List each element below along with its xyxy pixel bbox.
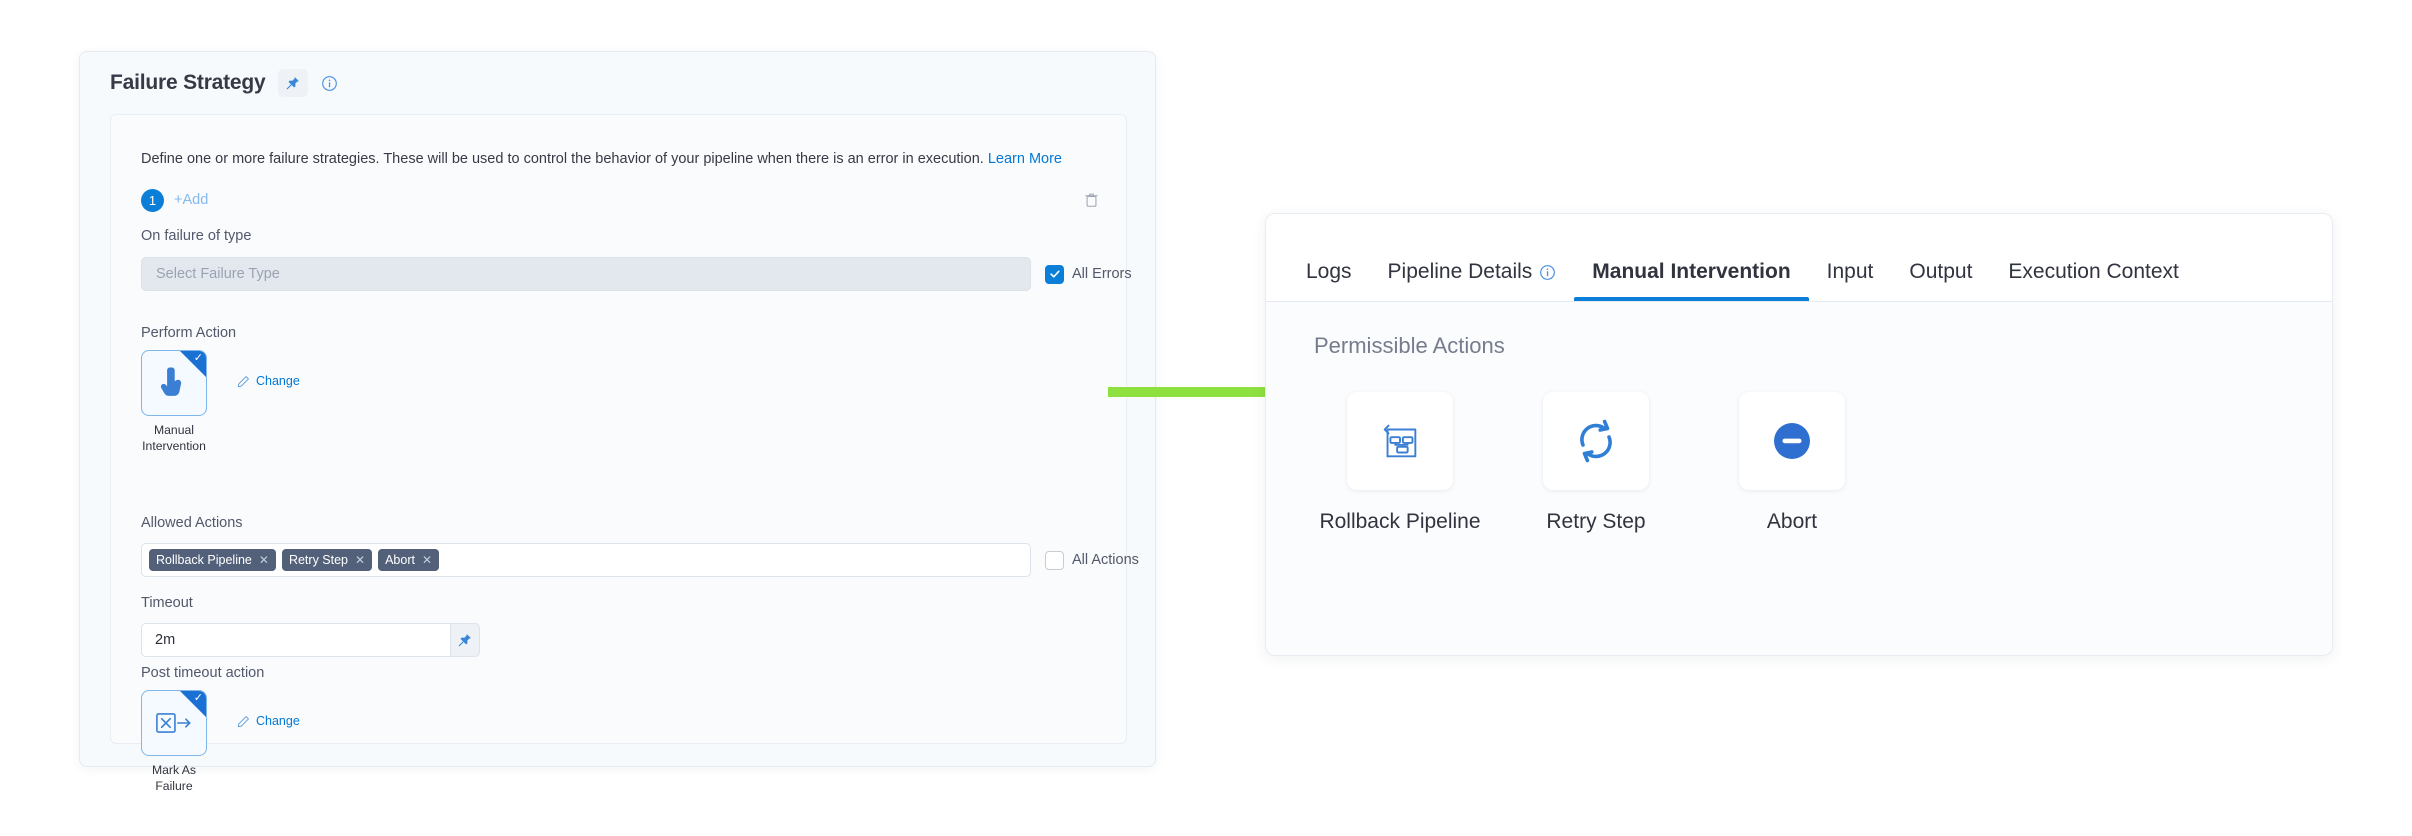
change-label: Change bbox=[256, 714, 300, 728]
pointing-hand-icon bbox=[160, 367, 181, 396]
failure-strategy-description: Define one or more failure strategies. T… bbox=[141, 150, 1062, 169]
perform-action-caption: Manual Intervention bbox=[142, 423, 206, 454]
tab-input[interactable]: Input bbox=[1809, 260, 1892, 301]
action-label: Rollback Pipeline bbox=[1319, 510, 1481, 533]
add-strategy-link[interactable]: +Add bbox=[174, 192, 209, 208]
change-label: Change bbox=[256, 374, 300, 388]
post-timeout-card-wrap: ✓ Mark As Failure Change bbox=[141, 690, 300, 793]
learn-more-link[interactable]: Learn More bbox=[987, 151, 1062, 167]
allowed-actions-input[interactable]: Rollback Pipeline ✕ Retry Step ✕ Abort ✕ bbox=[141, 543, 1031, 577]
pin-icon bbox=[458, 634, 471, 647]
failure-type-select[interactable]: Select Failure Type bbox=[141, 257, 1031, 291]
action-label: Retry Step bbox=[1546, 510, 1646, 533]
tab-label: Execution Context bbox=[2008, 260, 2179, 283]
tag-label: Rollback Pipeline bbox=[156, 553, 252, 567]
all-actions-label: All Actions bbox=[1072, 552, 1139, 568]
pin-icon bbox=[286, 77, 299, 90]
tab-manual-intervention[interactable]: Manual Intervention bbox=[1574, 260, 1810, 301]
on-failure-type-row: Select Failure Type All Errors bbox=[141, 257, 1132, 291]
timeout-pin-button[interactable] bbox=[451, 623, 480, 657]
action-item-abort: Abort bbox=[1694, 392, 1890, 535]
tag-remove-icon[interactable]: ✕ bbox=[355, 553, 366, 567]
selected-check-icon: ✓ bbox=[193, 352, 203, 364]
tag-label: Abort bbox=[385, 553, 415, 567]
action-item-retry-step: Retry Step bbox=[1498, 392, 1694, 535]
post-timeout-change-button[interactable]: Change bbox=[237, 714, 300, 728]
action-item-rollback-pipeline: Rollback Pipeline bbox=[1302, 392, 1498, 535]
failure-strategy-body: Define one or more failure strategies. T… bbox=[110, 114, 1139, 793]
timeout-row: 2m bbox=[141, 623, 480, 657]
green-right-arrow bbox=[1108, 375, 1323, 414]
abort-button[interactable] bbox=[1739, 392, 1845, 490]
retry-circular-arrows-icon bbox=[1580, 419, 1612, 463]
strategy-index-badge[interactable]: 1 bbox=[141, 188, 164, 212]
permissible-actions-title: Permissible Actions bbox=[1314, 333, 1505, 358]
tab-execution-context[interactable]: Execution Context bbox=[1990, 260, 2196, 301]
tab-output[interactable]: Output bbox=[1891, 260, 1990, 301]
failure-strategy-header: Failure Strategy bbox=[80, 52, 1155, 114]
post-timeout-action-card[interactable]: ✓ bbox=[141, 690, 207, 756]
failure-strategy-panel: Failure Strategy Define one or more fail… bbox=[79, 51, 1156, 793]
tag-rollback-pipeline[interactable]: Rollback Pipeline ✕ bbox=[149, 549, 276, 571]
pencil-icon bbox=[237, 715, 249, 727]
description-text: Define one or more failure strategies. T… bbox=[141, 151, 984, 167]
post-timeout-action-label: Post timeout action bbox=[141, 665, 265, 681]
tag-remove-icon[interactable]: ✕ bbox=[421, 553, 433, 567]
retry-step-button[interactable] bbox=[1543, 392, 1649, 490]
tab-label: Pipeline Details bbox=[1387, 260, 1533, 283]
pin-button[interactable] bbox=[277, 69, 308, 97]
tab-pipeline-details[interactable]: Pipeline Details bbox=[1370, 260, 1575, 301]
tab-label: Input bbox=[1826, 260, 1874, 283]
allowed-actions-row: Rollback Pipeline ✕ Retry Step ✕ Abort ✕… bbox=[141, 543, 1139, 577]
selected-corner bbox=[180, 351, 206, 377]
rollback-pipeline-icon bbox=[1383, 424, 1417, 458]
tag-remove-icon[interactable]: ✕ bbox=[258, 553, 269, 567]
allowed-actions-label: Allowed Actions bbox=[141, 515, 243, 531]
tag-label: Retry Step bbox=[288, 553, 349, 567]
selected-corner bbox=[180, 691, 206, 717]
rollback-pipeline-button[interactable] bbox=[1347, 392, 1453, 490]
perform-action-change-button[interactable]: Change bbox=[237, 374, 300, 388]
delete-strategy-button[interactable] bbox=[1080, 189, 1102, 211]
on-failure-type-label: On failure of type bbox=[141, 228, 252, 244]
selected-check-icon: ✓ bbox=[193, 692, 203, 704]
tab-label: Manual Intervention bbox=[1592, 260, 1791, 283]
info-circle-icon bbox=[1540, 264, 1556, 280]
all-errors-label: All Errors bbox=[1072, 266, 1132, 282]
permissible-actions-grid: Rollback Pipeline Retry Step bbox=[1302, 392, 1890, 535]
tab-label: Logs bbox=[1306, 260, 1352, 283]
tag-abort[interactable]: Abort ✕ bbox=[378, 549, 440, 571]
all-errors-checkbox[interactable] bbox=[1045, 264, 1064, 284]
all-errors-checkbox-wrap[interactable]: All Errors bbox=[1045, 264, 1132, 284]
details-tabs: Logs Pipeline Details Manual Interventio… bbox=[1266, 214, 2332, 302]
tag-retry-step[interactable]: Retry Step ✕ bbox=[281, 549, 373, 571]
action-label: Abort bbox=[1766, 510, 1818, 533]
tab-label: Output bbox=[1909, 260, 1973, 283]
timeout-input[interactable]: 2m bbox=[141, 623, 451, 657]
all-actions-checkbox-wrap[interactable]: All Actions bbox=[1045, 550, 1139, 570]
execution-details-panel: Logs Pipeline Details Manual Interventio… bbox=[1265, 213, 2333, 656]
all-actions-checkbox[interactable] bbox=[1045, 550, 1064, 570]
page-title: Failure Strategy bbox=[110, 71, 266, 94]
post-timeout-action-caption: Mark As Failure bbox=[151, 763, 197, 794]
info-icon[interactable] bbox=[320, 74, 339, 93]
pencil-icon bbox=[237, 375, 249, 387]
timeout-label: Timeout bbox=[141, 595, 193, 611]
perform-action-label: Perform Action bbox=[141, 325, 237, 341]
trash-icon bbox=[1084, 193, 1098, 207]
abort-minus-circle-icon bbox=[1774, 423, 1810, 459]
check-icon bbox=[1049, 270, 1060, 278]
perform-action-card-wrap: ✓ Manual Intervention Change bbox=[141, 350, 300, 453]
mark-as-failure-icon bbox=[156, 713, 191, 733]
perform-action-card[interactable]: ✓ bbox=[141, 350, 207, 416]
tab-logs[interactable]: Logs bbox=[1302, 260, 1370, 301]
strategy-add-row: 1 +Add bbox=[141, 185, 1102, 215]
